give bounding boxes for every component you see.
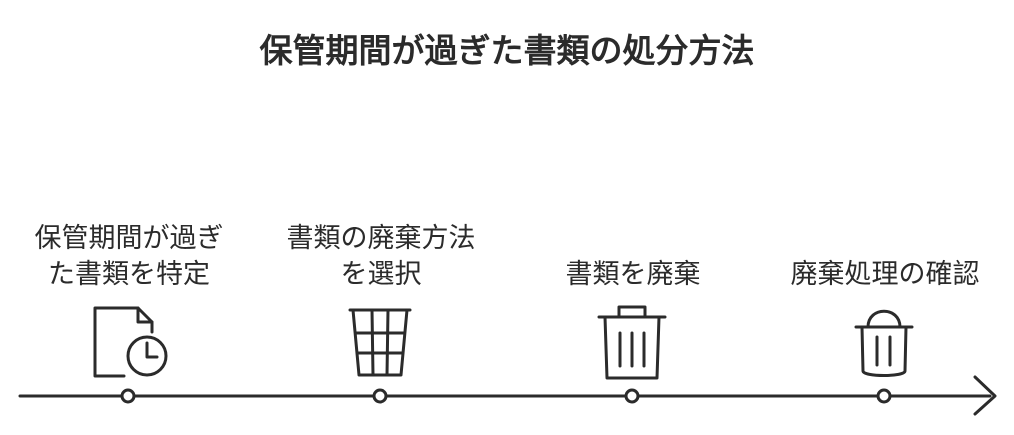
milestone-dot-4 (876, 388, 892, 404)
milestone-dot-2 (372, 388, 388, 404)
step-2-label-line-1: 書類の廃棄方法 (286, 223, 476, 254)
step-2-label: 書類の廃棄方法 を選択 (266, 221, 496, 293)
trash-can-icon (597, 305, 667, 380)
step-4-label: 廃棄処理の確認 (770, 257, 1000, 293)
document-clock-icon (93, 306, 168, 378)
step-1-label: 保管期間が過ぎ た書類を特定 (14, 221, 244, 293)
milestone-dot-3 (624, 388, 640, 404)
step-3-label: 書類を廃棄 (518, 257, 748, 293)
timeline-line (18, 394, 992, 398)
step-4-label-line-1: 廃棄処理の確認 (790, 259, 980, 290)
step-3-label-line-1: 書類を廃棄 (565, 259, 701, 290)
trash-can-check-icon (854, 309, 914, 377)
shredder-bin-icon (348, 308, 412, 377)
step-1-label-line-1: 保管期間が過ぎ (34, 223, 224, 254)
step-1-label-line-2: た書類を特定 (48, 259, 210, 290)
milestone-dot-1 (120, 388, 136, 404)
timeline-arrowhead (973, 375, 997, 416)
step-2-label-line-2: を選択 (340, 259, 422, 290)
diagram-title: 保管期間が過ぎた書類の処分方法 (259, 31, 755, 70)
